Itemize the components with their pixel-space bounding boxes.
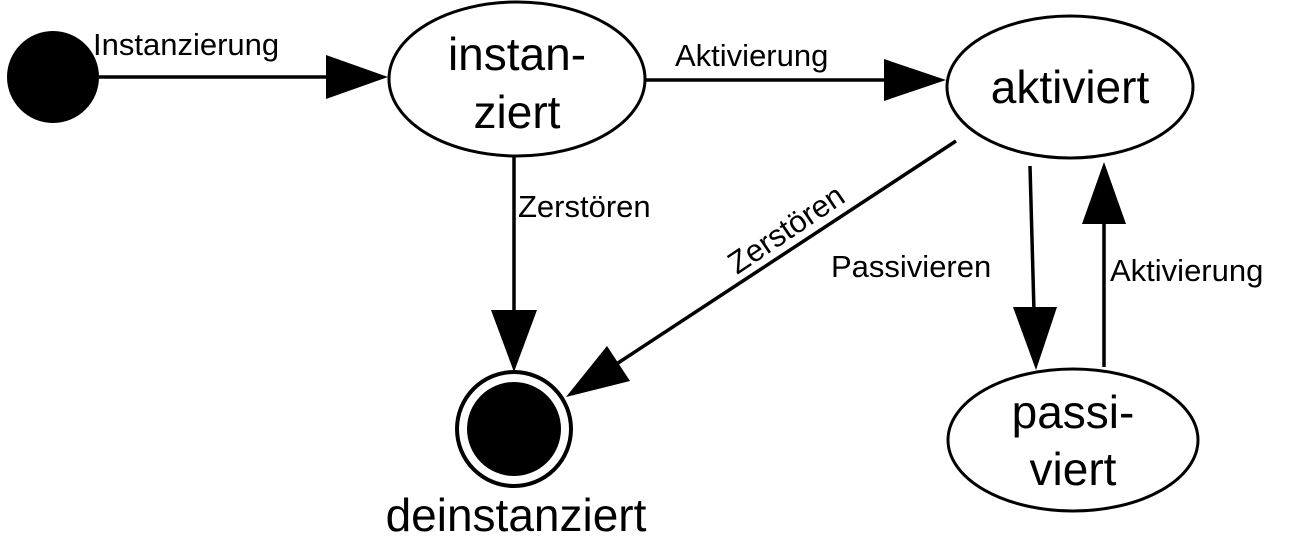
edge-aktivierung-top: [645, 59, 946, 101]
label-zerstoeren-vertical: Zerstören: [518, 189, 651, 224]
state-passiviert-line2: viert: [1030, 443, 1117, 495]
edge-zerstoeren-vertical: [491, 156, 537, 372]
label-aktivierung-back: Aktivierung: [1110, 253, 1263, 288]
state-deinstanziert-label: deinstanziert: [386, 489, 647, 541]
arrowhead-zerstoeren-vertical: [491, 310, 537, 372]
state-aktiviert-label: aktiviert: [991, 61, 1150, 113]
label-instanzierung: Instanzierung: [93, 27, 279, 62]
initial-state-node: [7, 31, 99, 123]
edge-passivieren: [1013, 165, 1057, 370]
arrowhead-passivieren: [1013, 307, 1057, 370]
edge-zerstoeren-diagonal: [566, 139, 957, 397]
state-aktiviert: [945, 14, 1195, 160]
edge-instanzierung: [99, 55, 388, 99]
edge-aktivierung-back: [1082, 162, 1126, 367]
arrowhead-aktivierung-top: [884, 59, 946, 101]
final-state-inner-disc: [467, 382, 561, 476]
state-passiviert: [946, 367, 1200, 513]
state-passiviert-line1: passi-: [1012, 386, 1135, 438]
arrowhead-aktivierung-back: [1082, 162, 1126, 224]
arrowhead-zerstoeren-diagonal: [566, 346, 630, 397]
state-instanziert-line2: ziert: [474, 86, 561, 138]
state-instanziert-line1: instan-: [448, 28, 586, 80]
arrowhead-instanzierung: [326, 55, 388, 99]
label-passivieren: Passivieren: [831, 249, 991, 284]
label-aktivierung-top: Aktivierung: [675, 38, 828, 73]
